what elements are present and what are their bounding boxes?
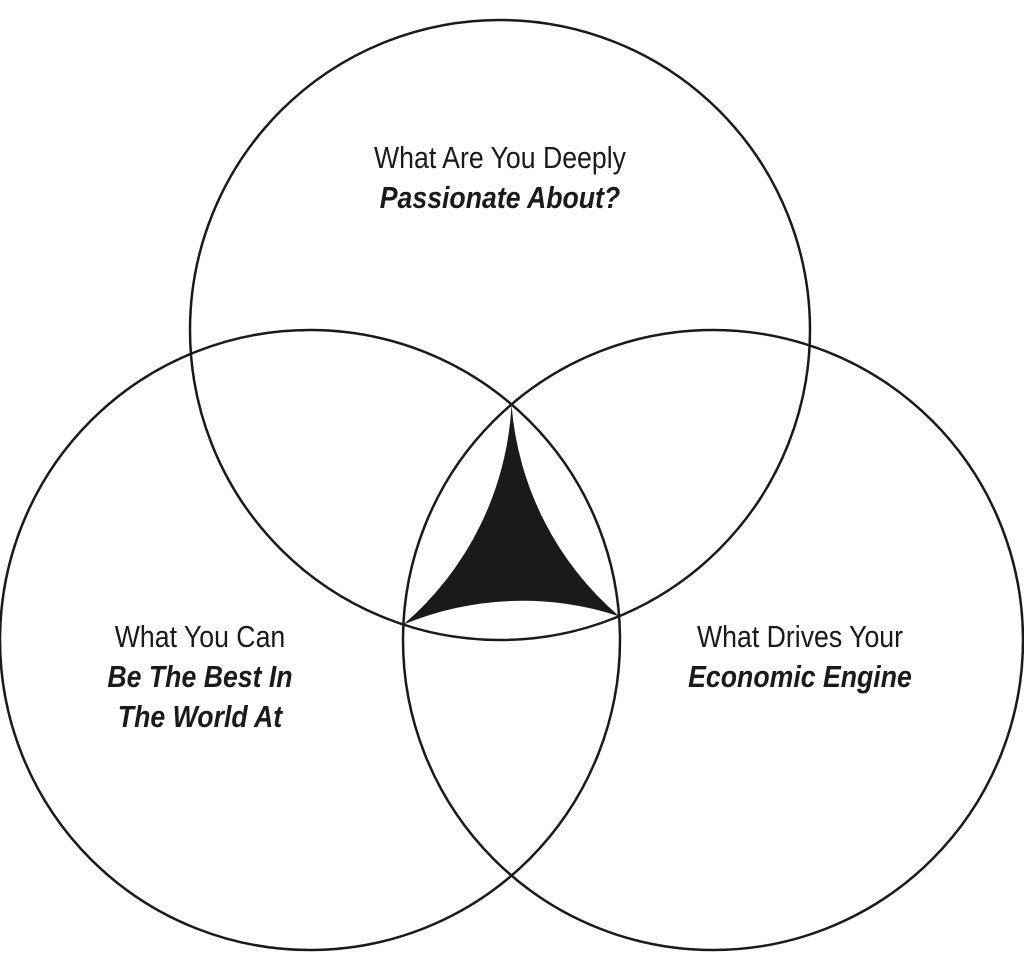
- label-passion: What Are You Deeply Passionate About?: [285, 138, 715, 218]
- label-passion-emphasis: Passionate About?: [379, 180, 621, 215]
- label-economic-engine: What Drives Your Economic Engine: [645, 617, 955, 697]
- circle-best-in-world: [0, 328, 622, 952]
- label-economic-emphasis: Economic Engine: [688, 659, 912, 694]
- center-intersection: [403, 404, 620, 625]
- label-economic-line1: What Drives Your: [697, 619, 903, 654]
- circle-economic-engine: [401, 328, 1024, 952]
- circle-passion: [188, 18, 812, 642]
- label-best-in-world: What You Can Be The Best In The World At: [45, 617, 355, 737]
- label-best-emphasis-1: Be The Best In: [107, 659, 293, 694]
- label-best-emphasis-2: The World At: [117, 699, 283, 734]
- label-best-line1: What You Can: [114, 619, 286, 654]
- label-passion-line1: What Are You Deeply: [374, 140, 626, 175]
